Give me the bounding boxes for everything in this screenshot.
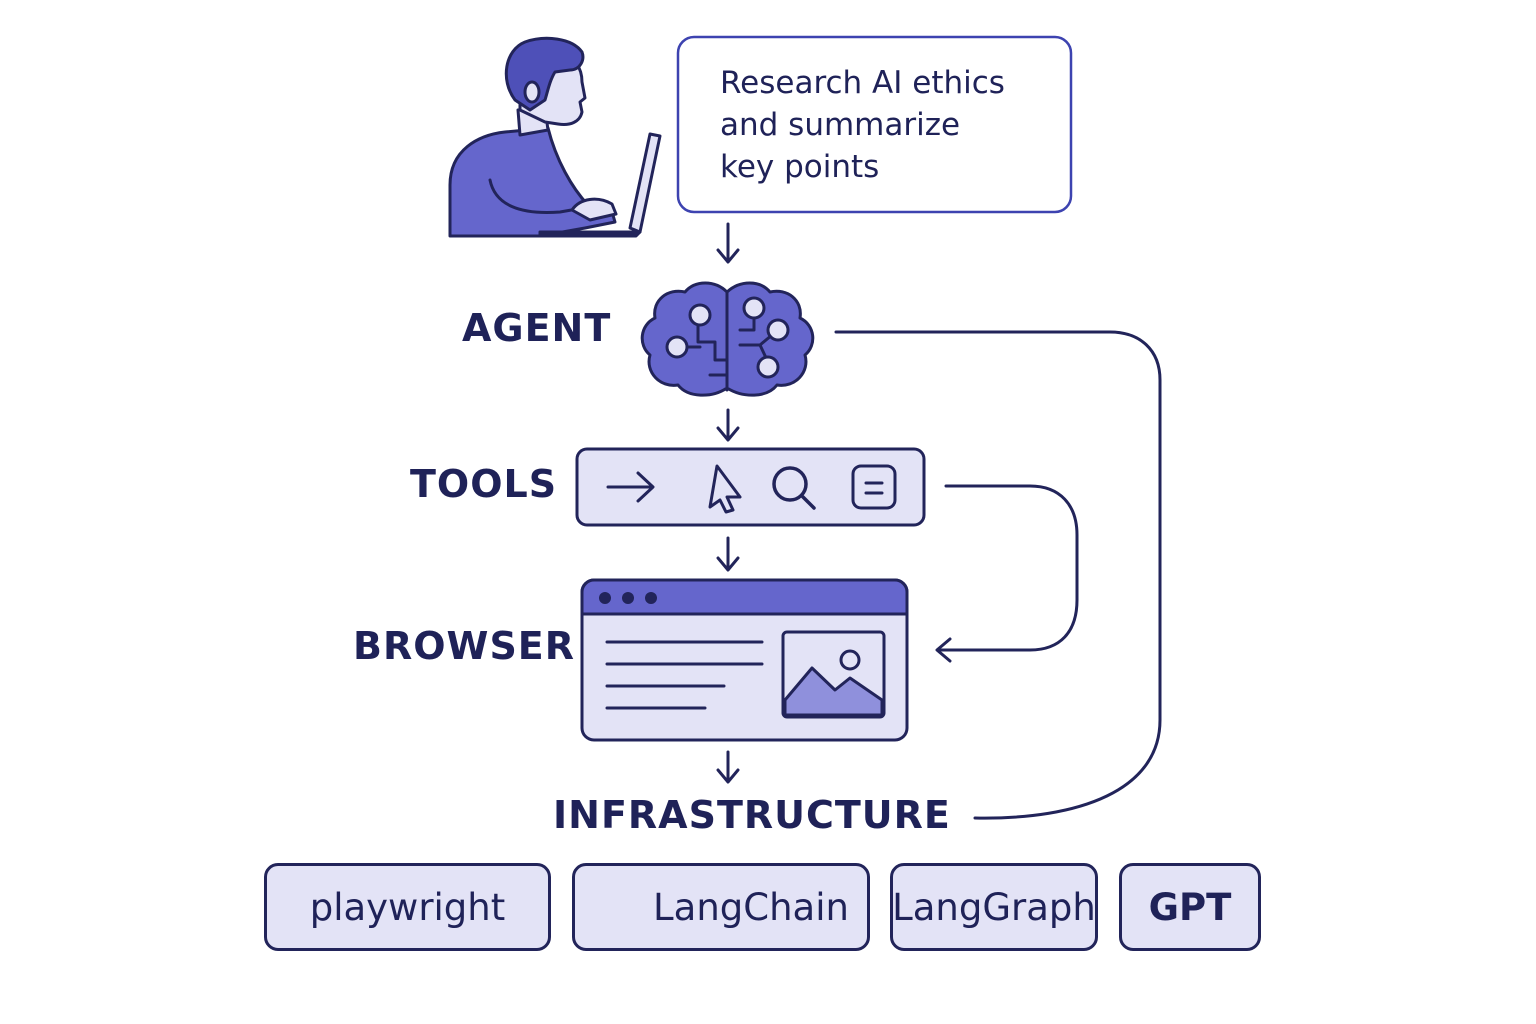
laptop-screen [628, 132, 662, 234]
prompt-line-2: and summarize [720, 107, 961, 143]
arrow-agent-to-tools [716, 408, 740, 442]
tools-label: TOOLS [410, 462, 558, 506]
tools-panel [575, 447, 926, 527]
prompt-line-3: key points [720, 149, 880, 185]
arrow-prompt-to-agent [716, 222, 740, 264]
prompt-line-1: Research AI ethics [720, 65, 1005, 101]
agent-label: AGENT [462, 306, 612, 350]
cursor-icon [708, 464, 742, 514]
brain-icon [640, 281, 815, 397]
prompt-box [676, 35, 1073, 214]
badge-playwright-label: playwright [309, 885, 506, 929]
badge-langchain-label: LangChain [653, 885, 849, 929]
browser-label: BROWSER [353, 624, 576, 668]
badge-gpt: GPT [1119, 863, 1261, 951]
laptop-base [538, 230, 642, 238]
browser-window-illustration [580, 578, 909, 742]
badge-langgraph-label: LangGraph [892, 885, 1096, 929]
user-ear [523, 80, 541, 104]
prompt-text: Research AI ethics and summarize key poi… [720, 62, 1060, 188]
badge-playwright: playwright [264, 863, 551, 951]
badge-gpt-label: GPT [1148, 885, 1232, 929]
connector-agent-to-infrastructure [834, 330, 1162, 820]
feedback-connectors [834, 330, 1162, 820]
flow-arrows [716, 222, 740, 784]
user-at-laptop-illustration [448, 36, 662, 238]
arrow-tools-to-browser [716, 536, 740, 572]
user-hand [570, 197, 618, 222]
badge-langchain: LangChain [572, 863, 870, 951]
badge-langgraph: LangGraph [890, 863, 1098, 951]
note-icon [851, 464, 897, 510]
connector-tools-to-browser-head [935, 637, 952, 663]
arrow-right-icon [606, 471, 655, 503]
connector-tools-to-browser [938, 484, 1079, 652]
search-icon [772, 466, 816, 510]
user-arm [488, 178, 602, 215]
infrastructure-label: INFRASTRUCTURE [553, 793, 951, 837]
arrow-browser-to-infrastructure [716, 750, 740, 784]
